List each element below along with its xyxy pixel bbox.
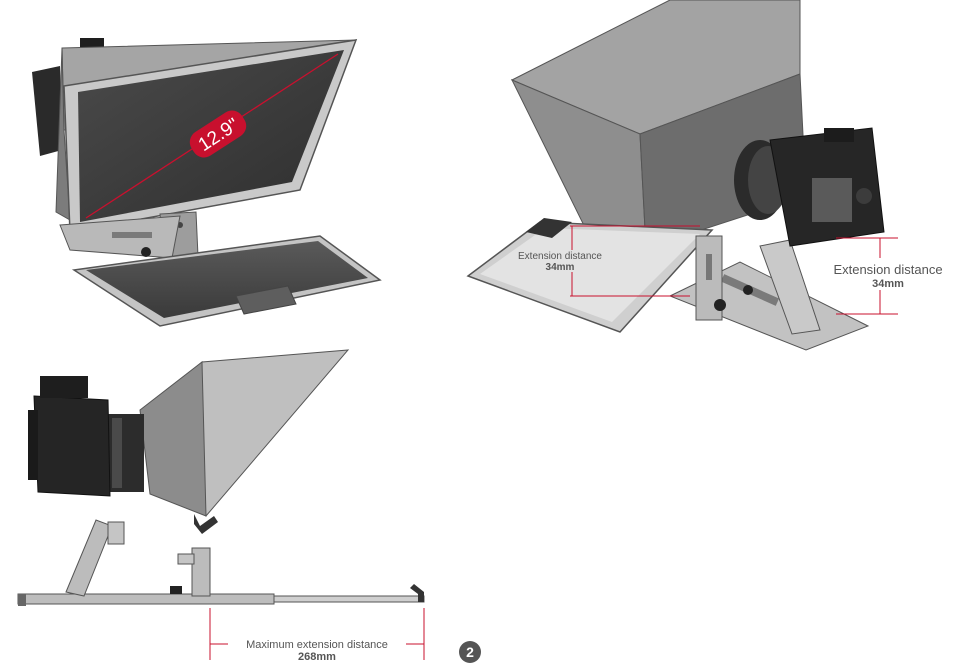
ext-right-title: Extension distance — [833, 262, 942, 277]
side-hood — [139, 361, 207, 517]
step-number: 2 — [466, 644, 474, 660]
tray-clip — [526, 218, 572, 238]
rail-slot — [112, 232, 152, 238]
camera-dial-icon — [856, 188, 872, 204]
side-lens-icon — [104, 414, 144, 492]
side-base-end — [18, 594, 26, 606]
tripod-knob-icon — [141, 247, 151, 257]
step-badge: 2 — [459, 641, 481, 663]
rear-glass — [480, 228, 700, 322]
side-extension-rail — [273, 595, 425, 603]
viewfinder-icon — [824, 128, 854, 142]
tablet-screen — [86, 241, 368, 318]
side-hood-stand — [191, 547, 211, 597]
camera-body-icon — [32, 66, 62, 156]
hotshoe-icon — [80, 38, 104, 48]
max-ext-value: 268mm — [298, 651, 336, 663]
max-ext-title: Maximum extension distance — [246, 639, 388, 651]
side-leg-clamp — [107, 521, 125, 545]
rear-stand-slot — [706, 254, 712, 280]
tablet-clip — [235, 285, 297, 315]
ext-left-title: Extension distance — [518, 251, 602, 262]
side-camera-grip — [28, 410, 38, 480]
rear-knob-icon-2 — [743, 285, 753, 295]
front-view: 12.9" — [32, 38, 382, 327]
ext-right-value: 34mm — [872, 278, 904, 290]
side-rail-hook — [410, 584, 424, 602]
side-glass-clip — [194, 514, 218, 534]
rear-knob-icon — [714, 299, 726, 311]
side-stand-clamp — [177, 553, 195, 565]
side-base-plate — [17, 593, 275, 605]
side-view: Maximum extension distance 268mm — [17, 349, 425, 663]
side-lens-ring — [112, 418, 122, 488]
rear-view: Extension distance 34mm Extension distan… — [466, 0, 943, 351]
ext-left-value: 34mm — [546, 262, 575, 273]
side-camera-body — [33, 395, 111, 497]
side-camera-top — [40, 376, 88, 398]
camera-lcd — [812, 178, 852, 222]
camera-arm — [759, 239, 821, 335]
screen-size-badge: 12.9" — [189, 110, 247, 158]
side-rail-knob — [170, 586, 182, 594]
side-camera-leg — [65, 519, 113, 597]
